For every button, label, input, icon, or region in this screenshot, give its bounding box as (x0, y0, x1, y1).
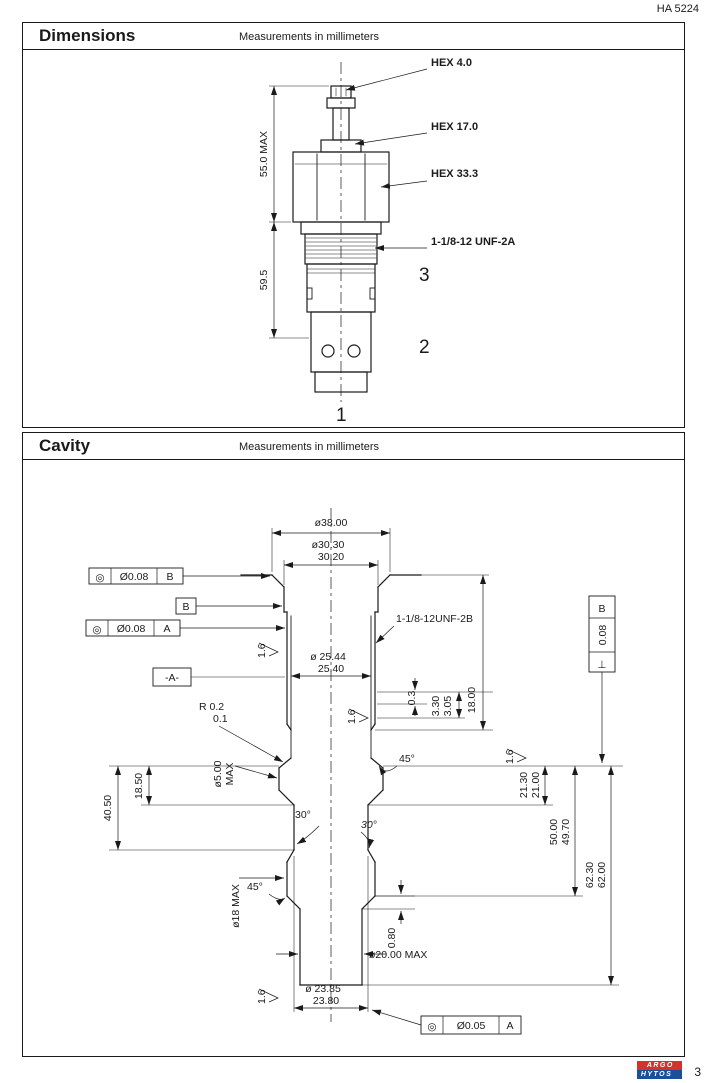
dim-dia5: ø5.00 (212, 760, 224, 787)
dim-50-00: 50.00 (548, 819, 560, 845)
concentricity-icon: ◎ (95, 572, 104, 584)
dim-18-00: 18.00 (466, 687, 478, 713)
dimensions-section: Dimensions Measurements in millimeters (22, 22, 685, 428)
dim-0-80: 0.80 (386, 928, 398, 949)
dim-49-70: 49.70 (560, 819, 572, 845)
argo-hytos-logo: ARGO HYTOS (636, 1061, 683, 1079)
datum-a-label: -A- (165, 672, 180, 684)
fcf-mid-datum: A (163, 623, 170, 635)
angle-30-left: 30° (295, 809, 311, 821)
fcf-top-datum: B (166, 571, 173, 583)
cavity-lower-dims: ø18 MAX 0.80 ø20.00 MAX ø 23.85 23.80 (230, 856, 427, 1012)
port2-label: 2 (419, 337, 430, 358)
dim-dia30-30: ø30.30 (312, 539, 345, 551)
dim-18-50: 18.50 (133, 773, 145, 799)
cavity-title: Cavity (39, 436, 91, 455)
fcf-perp-tolerance: 0.08 (597, 625, 609, 646)
finish-value: 1.6 (256, 989, 268, 1004)
dim-40-50: 40.50 (102, 795, 114, 821)
dimensions-header: Dimensions Measurements in millimeters (23, 23, 684, 50)
dim-55-max: 55.0 MAX (258, 131, 270, 177)
port1-label: 1 (336, 405, 347, 426)
dim-62-30: 62.30 (584, 862, 596, 888)
logo-argo: ARGO (636, 1061, 683, 1070)
dim-3-05: 3.05 (442, 696, 454, 717)
fcf-top: ◎ Ø0.08 B (88, 567, 270, 585)
dim-dia38: ø38.00 (315, 517, 348, 529)
angle-45-upper: 45° (399, 753, 415, 765)
cavity-left-dims: 18.50 40.50 ø5.00 MAX (102, 760, 294, 851)
surface-finish-icon: 1.6 (504, 748, 527, 764)
fcf-mid: ◎ Ø0.08 A (85, 619, 285, 637)
valve-dimensions: 55.0 MAX 59.5 (258, 85, 329, 339)
dim-dia25-40: 25.40 (318, 663, 344, 675)
cavity-section: Cavity Measurements in millimeters (22, 432, 685, 1057)
valve-outline (292, 85, 390, 393)
hex33-label: HEX 33.3 (431, 168, 478, 180)
fcf-bottom-datum: A (506, 1020, 513, 1032)
surface-finish-icon: 1.6 (256, 642, 279, 658)
dim-dia5-max: MAX (224, 763, 236, 786)
cavity-drawing: ø38.00 ø30.30 30.20 ◎ Ø0.08 B B (85, 508, 623, 1035)
finish-value: 1.6 (504, 749, 516, 764)
port3-label: 3 (419, 265, 430, 286)
fcf-bottom: ◎ Ø0.05 A (371, 1009, 522, 1035)
hex4-label: HEX 4.0 (431, 57, 472, 69)
cavity-small-dims: 0.3 3.30 3.05 18.00 (375, 574, 493, 731)
dimensions-units: Measurements in millimeters (239, 31, 379, 43)
cavity-units: Measurements in millimeters (239, 441, 379, 453)
datum-b-flag: B (175, 597, 282, 615)
doc-number: HA 5224 (656, 3, 699, 15)
dimensions-title: Dimensions (39, 26, 136, 45)
page-footer: ARGO HYTOS 3 (636, 1061, 701, 1079)
fcf-mid-tolerance: Ø0.08 (117, 623, 146, 635)
fcf-top-tolerance: Ø0.08 (120, 571, 149, 583)
concentricity-icon: ◎ (92, 624, 101, 636)
dim-59-5: 59.5 (258, 270, 270, 291)
dim-dia23-85: ø 23.85 (305, 983, 341, 995)
thread-label: 1-1/8-12 UNF-2A (431, 236, 515, 248)
dim-21-30: 21.30 (518, 772, 530, 798)
dim-dia25-44: ø 25.44 (310, 651, 346, 663)
surface-finish-icon: 1.6 (256, 988, 279, 1004)
surface-finish-icon: 1.6 (346, 708, 369, 724)
page-number: 3 (694, 1065, 701, 1079)
cavity-header: Cavity Measurements in millimeters (23, 433, 684, 460)
valve-callouts: HEX 4.0 HEX 17.0 HEX 33.3 1-1/8-12 UNF-2… (336, 57, 515, 426)
dim-dia30-20: 30.20 (318, 551, 344, 563)
dim-dia20-max: ø20.00 MAX (369, 949, 427, 961)
dim-21-00: 21.00 (530, 772, 542, 798)
hex17-label: HEX 17.0 (431, 121, 478, 133)
fcf-bottom-tolerance: Ø0.05 (457, 1020, 486, 1032)
dim-3-30: 3.30 (430, 696, 442, 717)
valve-drawing: HEX 4.0 HEX 17.0 HEX 33.3 1-1/8-12 UNF-2… (258, 57, 515, 426)
datum-b-label: B (182, 601, 189, 613)
perpendicularity-icon: ⊥ (597, 659, 606, 671)
fcf-perp-datum: B (598, 603, 605, 615)
cavity-right-dims: 21.30 21.00 50.00 49.70 62.30 62.00 (362, 766, 619, 986)
cavity-angles: 45° 30° 30° 45° (247, 753, 415, 906)
concentricity-icon: ◎ (427, 1021, 436, 1033)
cavity-thread-label: 1-1/8-12UNF-2B (396, 613, 473, 625)
fcf-perpendicularity: B 0.08 ⊥ (588, 595, 616, 763)
angle-45-lower: 45° (247, 881, 263, 893)
datum-a-flag: -A- (152, 667, 285, 687)
dim-radius-upper: R 0.2 (199, 701, 224, 713)
finish-value: 1.6 (256, 643, 268, 658)
dim-dia23-80: 23.80 (313, 995, 339, 1007)
dim-dia18-max: ø18 MAX (230, 884, 242, 928)
dim-radius-lower: 0.1 (213, 713, 228, 725)
logo-hytos: HYTOS (636, 1070, 683, 1079)
dim-62-00: 62.00 (596, 862, 608, 888)
angle-30-right: 30° (361, 819, 377, 831)
dim-0-3: 0.3 (406, 691, 418, 706)
finish-value: 1.6 (346, 709, 358, 724)
cavity-top-dims: ø38.00 ø30.30 30.20 (271, 517, 391, 585)
cavity-profile (240, 574, 422, 986)
